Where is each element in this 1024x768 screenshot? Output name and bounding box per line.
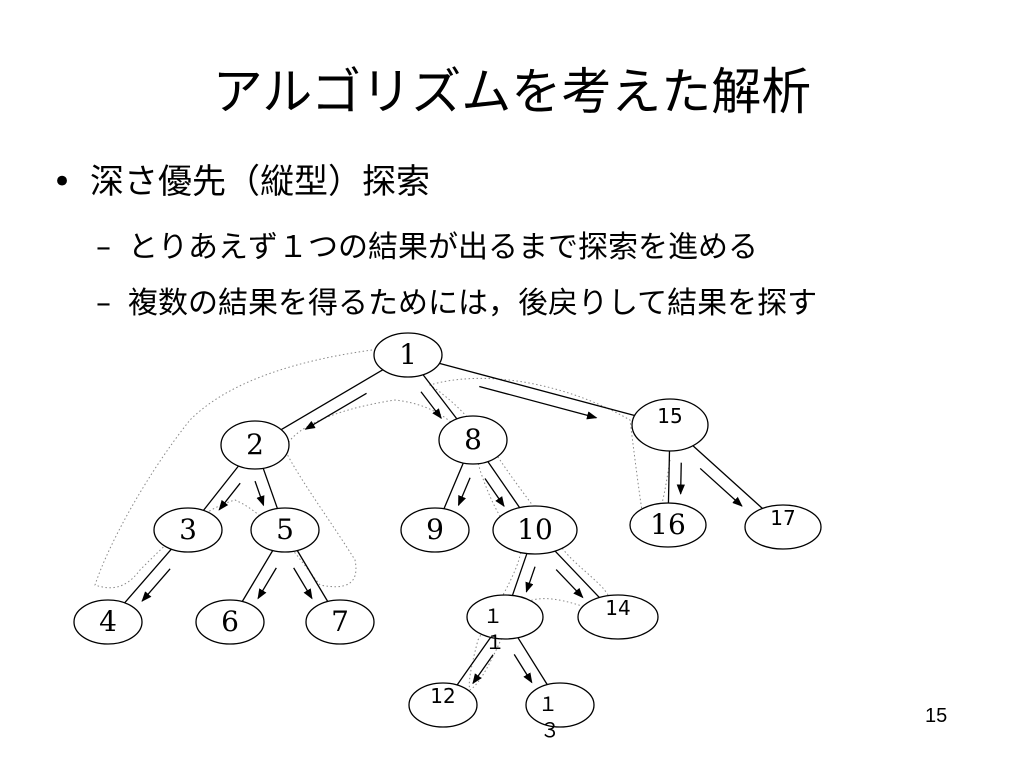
node-ellipse — [220, 420, 290, 470]
node-ellipse — [438, 415, 508, 465]
node-ellipse — [305, 599, 375, 645]
tree-edge — [487, 461, 521, 509]
tree-edge — [296, 550, 329, 602]
node-ellipse — [408, 682, 478, 728]
tree-edge — [422, 374, 458, 420]
node-ellipse — [631, 398, 709, 452]
node-ellipse — [577, 594, 659, 640]
slide-page-number: 15 — [925, 705, 948, 727]
tree-edge — [241, 550, 274, 602]
traversal-arrow — [254, 480, 265, 507]
node-label: 9 — [426, 513, 444, 546]
tree-node-12: 12 — [408, 682, 478, 728]
node-ellipse — [373, 332, 443, 378]
tree-node-1: 1 — [373, 332, 443, 378]
tree-edge — [124, 548, 172, 604]
tree-node-16: 16 — [629, 502, 707, 548]
tree-node-9: 9 — [400, 507, 470, 553]
node-ellipse — [195, 599, 265, 645]
sub-bullet-text: 複数の結果を得るためには，後戻りして結果を探す — [128, 286, 818, 321]
node-label: 14 — [605, 596, 630, 620]
traversal-arrow — [304, 392, 367, 430]
slide-title: アルゴリズムを考えた解析 — [212, 63, 812, 121]
node-label: 6 — [221, 605, 239, 638]
tree-node-4: 4 — [73, 599, 143, 645]
tree-edge — [202, 465, 239, 511]
tree-node-7: 7 — [305, 599, 375, 645]
node-ellipse — [629, 502, 707, 548]
traversal-arrow — [484, 478, 505, 508]
traversal-arrow — [420, 391, 442, 420]
traversal-arrow — [293, 567, 313, 600]
node-ellipse — [466, 594, 544, 640]
tree-node-17: 17 — [744, 504, 822, 550]
traversal-arrow — [472, 654, 494, 685]
sub-bullet-text: とりあえず１つの結果が出るまで探索を進める — [128, 230, 758, 265]
sub-bullet-marker: – — [96, 230, 111, 265]
tree-node-6: 6 — [195, 599, 265, 645]
tree-node-14: 14 — [577, 594, 659, 640]
node-label: 8 — [464, 423, 482, 456]
traversal-arrows — [141, 385, 743, 685]
node-ellipse — [153, 507, 223, 553]
tree-edge — [511, 553, 528, 596]
traversal-arrow — [257, 567, 277, 600]
tree-edge — [692, 445, 763, 509]
traversal-arrow — [513, 654, 533, 684]
tree-edge — [667, 450, 671, 504]
tree-edge — [443, 462, 464, 510]
traversal-arrow — [457, 477, 471, 507]
node-label: １１ — [483, 604, 505, 654]
node-label: 2 — [246, 428, 264, 461]
sub-bullet-marker: – — [96, 286, 111, 321]
tree-node-8: 8 — [438, 415, 508, 465]
node-label: 4 — [99, 605, 117, 638]
traversal-arrow — [699, 467, 743, 507]
node-label: 15 — [657, 404, 682, 428]
node-ellipse — [250, 507, 320, 553]
traversal-arrow — [141, 568, 171, 602]
tree-node-5: 5 — [250, 507, 320, 553]
tree-node-15: 15 — [631, 398, 709, 452]
node-label: 10 — [517, 513, 553, 546]
traversal-arrow — [218, 482, 241, 511]
bullet-marker: • — [52, 162, 73, 202]
node-label: 3 — [179, 513, 197, 546]
tree-edge — [517, 637, 548, 685]
node-label: 17 — [770, 506, 795, 530]
bullet-dfs: • 深さ優先（縦型）探索 — [52, 160, 430, 204]
tree-edge — [456, 636, 492, 686]
node-label: 7 — [331, 605, 349, 638]
traversal-arrow — [676, 462, 685, 495]
node-ellipse — [400, 507, 470, 553]
tree-edges — [124, 362, 763, 686]
sub-bullet-proceed: –とりあえず１つの結果が出るまで探索を進める — [96, 228, 758, 268]
traversal-outline — [94, 349, 671, 691]
tree-node-13: １３ — [525, 682, 595, 742]
tree-edge — [280, 369, 384, 431]
tree-node-3: 3 — [153, 507, 223, 553]
node-label: １３ — [538, 692, 560, 742]
node-ellipse — [73, 599, 143, 645]
tree-node-11: １１ — [466, 594, 544, 654]
tree-edge — [439, 362, 635, 417]
bullet-text: 深さ優先（縦型）探索 — [90, 162, 430, 202]
node-label: 1 — [399, 338, 417, 371]
node-label: 16 — [650, 508, 686, 541]
node-ellipse — [525, 682, 595, 728]
traversal-arrow — [525, 566, 536, 593]
node-label: 12 — [430, 684, 455, 708]
traversal-arrow — [479, 385, 598, 420]
traversal-arrow — [555, 569, 584, 599]
sub-bullet-backtrack: –複数の結果を得るためには，後戻りして結果を探す — [96, 284, 817, 324]
tree-edge — [554, 550, 600, 598]
tree-edge — [262, 468, 279, 509]
node-ellipse — [492, 505, 578, 555]
node-ellipse — [744, 504, 822, 550]
tree-node-10: 10 — [492, 505, 578, 555]
node-label: 5 — [276, 513, 294, 546]
tree-node-2: 2 — [220, 420, 290, 470]
